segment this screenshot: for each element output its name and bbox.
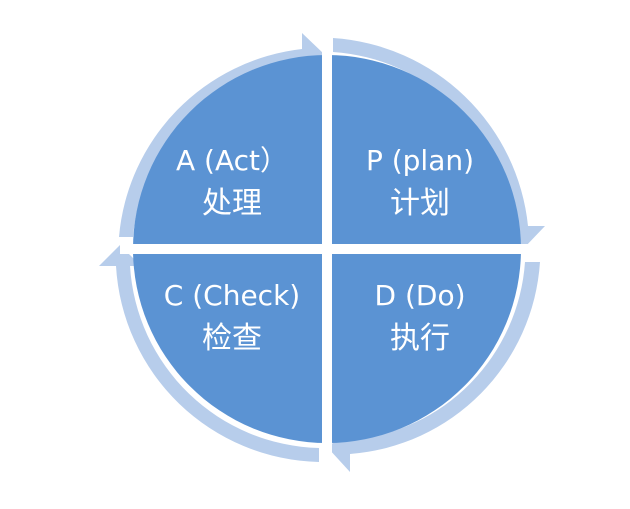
act-subtitle: 处理 [202,186,262,221]
check-title: C (Check) [164,279,300,312]
plan-title: P (plan) [366,144,474,177]
plan-subtitle: 计划 [390,186,450,221]
do-subtitle: 执行 [390,321,450,356]
quadrant-plan: P (plan) 计划 [366,144,474,221]
quadrant-do: D (Do) 执行 [375,279,466,356]
quadrant-circle [120,40,540,460]
arrow-check-to-act [99,245,319,462]
horizontal-divider [120,244,540,254]
cycle-arrows [99,33,545,472]
arrow-act-to-plan [119,33,324,237]
arrow-plan-to-do [333,38,545,248]
do-title: D (Do) [375,279,466,312]
arrow-do-to-check [328,262,540,472]
check-subtitle: 检查 [202,321,262,356]
quadrant-check: C (Check) 检查 [164,279,300,356]
quadrant-act: A (Act） 处理 [176,144,288,221]
act-title: A (Act） [176,144,288,177]
